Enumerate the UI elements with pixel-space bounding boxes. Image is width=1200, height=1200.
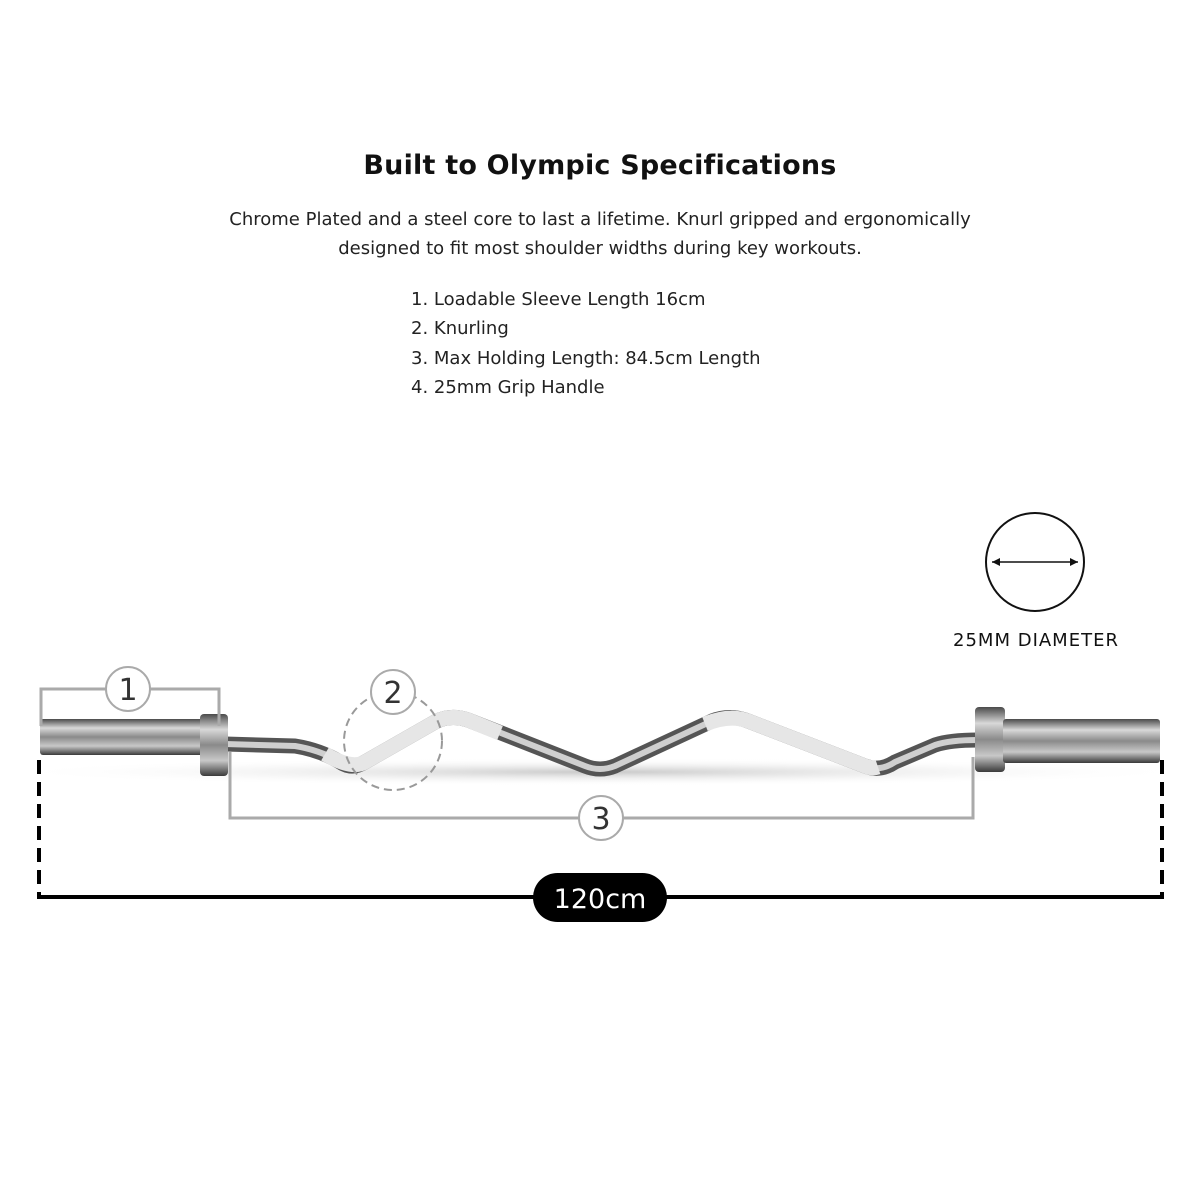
callout-1-sleeve-length: 1 (39, 666, 221, 726)
ez-curl-bar (40, 707, 1160, 777)
total-length-label: 120cm (554, 884, 647, 915)
feature-item: 2. Knurling (411, 318, 509, 340)
callout-2-label: 2 (383, 676, 402, 711)
callout-3-holding-length: 3 (228, 752, 975, 841)
diameter-label: 25MM DIAMETER (953, 630, 1119, 651)
callout-1-label: 1 (118, 673, 137, 708)
callout-2-knurling: 2 (343, 669, 443, 791)
feature-list: 1. Loadable Sleeve Length 16cm 2. Knurli… (411, 285, 761, 402)
description: Chrome Plated and a steel core to last a… (229, 209, 971, 259)
knurling-left (321, 709, 503, 773)
page-title: Built to Olympic Specifications (363, 150, 837, 181)
total-length-dimension: 120cm (37, 760, 1164, 922)
knurling-right (702, 710, 881, 776)
feature-item: 4. 25mm Grip Handle (411, 376, 605, 398)
feature-item: 1. Loadable Sleeve Length 16cm (411, 289, 706, 310)
callout-3-label: 3 (591, 802, 610, 837)
feature-item: 3. Max Holding Length: 84.5cm Length (411, 347, 761, 369)
diameter-icon (985, 512, 1085, 612)
